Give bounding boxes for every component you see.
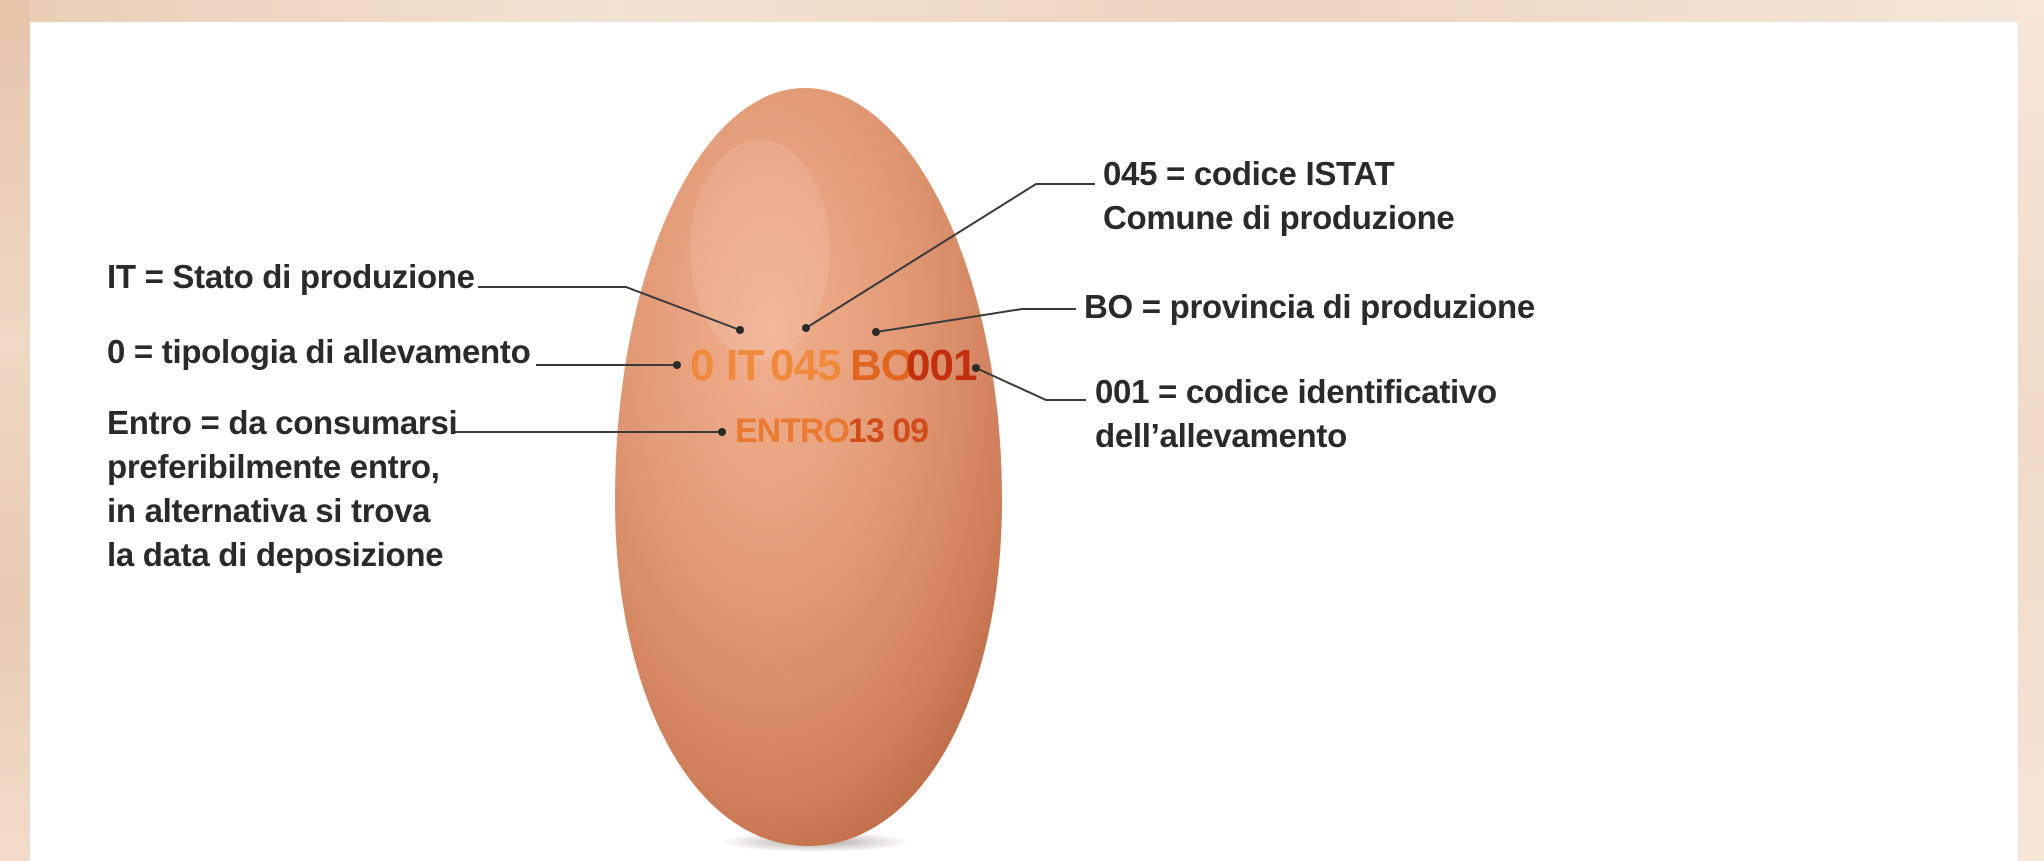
label-bo-province: BO = provincia di produzione	[1084, 288, 1535, 325]
diagram-card	[30, 22, 2018, 861]
decorative-frame-left	[0, 0, 30, 861]
leader-line-farm	[975, 367, 1086, 401]
egg-expiry-word: ENTRO	[735, 412, 850, 450]
label-istat-code: 045 = codice ISTAT Comune di produzione	[1103, 155, 1455, 236]
egg-expiry-date: 13 09	[848, 412, 929, 450]
label-entro-expiry: Entro = da consumarsi preferibilmente en…	[107, 404, 458, 573]
egg-code-istat: 045	[770, 341, 841, 390]
leader-dot-istat	[802, 324, 810, 332]
leader-dot-entro	[718, 428, 726, 436]
leader-lines	[455, 183, 1095, 433]
leader-dot-farm	[972, 364, 980, 372]
leader-line-bo	[875, 308, 1076, 333]
label-zero-farming-type: 0 = tipologia di allevamento	[107, 333, 531, 370]
leader-dot-bo	[872, 328, 880, 336]
leader-line-istat	[805, 183, 1095, 329]
label-it-country: IT = Stato di produzione	[107, 258, 475, 295]
leader-line-it	[478, 286, 741, 331]
decorative-frame-top	[0, 0, 2044, 22]
egg-code-zero: 0	[690, 341, 715, 390]
leader-dot-zero	[673, 361, 681, 369]
egg-code-farm: 001	[906, 341, 977, 390]
egg-code-province: BO	[850, 341, 915, 390]
leader-dot-it	[736, 326, 744, 334]
egg-shell	[615, 88, 1002, 846]
leader-dots	[673, 324, 980, 436]
label-farm-id: 001 = codice identificativo dell’allevam…	[1095, 373, 1497, 454]
egg-code-it: IT	[726, 341, 764, 390]
egg-highlight	[690, 140, 830, 360]
decorative-frame-right	[2018, 0, 2044, 861]
